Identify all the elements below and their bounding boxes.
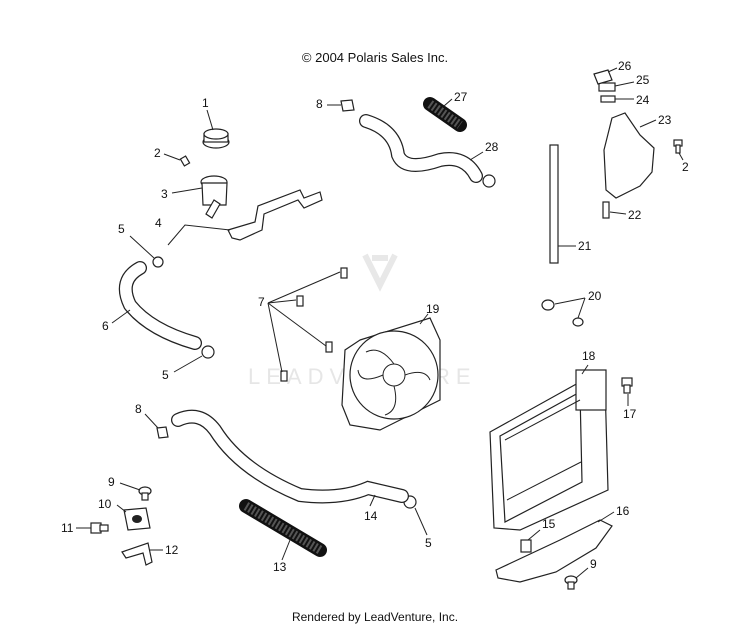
callout-8-left: 8: [135, 402, 142, 416]
coolant-reservoir: [603, 112, 655, 199]
radiator-bolt: [621, 377, 633, 394]
callout-14: 14: [364, 509, 378, 523]
callout-19: 19: [426, 302, 440, 316]
elbow-fitting: [602, 201, 610, 219]
coolant-hose-left: [118, 261, 202, 350]
callout-5-upper: 5: [118, 222, 125, 236]
callout-2-right: 2: [682, 160, 689, 174]
screw-left: [179, 155, 191, 167]
callout-8-top: 8: [316, 97, 323, 111]
callout-5-lower: 5: [425, 536, 432, 550]
callout-27: 27: [454, 90, 468, 104]
callout-26: 26: [618, 59, 632, 73]
callout-13: 13: [273, 560, 287, 574]
fitting: [520, 539, 532, 553]
fan-screws: [280, 267, 348, 382]
callout-20: 20: [588, 289, 602, 303]
callout-4: 4: [155, 216, 162, 230]
callout-28: 28: [485, 140, 499, 154]
screw-right: [673, 139, 683, 154]
callout-18: 18: [582, 349, 596, 363]
callout-24: 24: [636, 93, 650, 107]
hose-clamp-left: [156, 426, 169, 439]
cooling-fan-assembly: [341, 317, 441, 431]
radiator-shroud-lower: [495, 519, 613, 583]
foam-sleeve-upper: [423, 97, 467, 132]
callout-22: 22: [628, 208, 642, 222]
hose-clamp-top: [340, 99, 355, 112]
callout-5-mid: 5: [162, 368, 169, 382]
footer-credit: Rendered by LeadVenture, Inc.: [291, 610, 459, 624]
callout-9-left: 9: [108, 475, 115, 489]
callout-23: 23: [658, 113, 672, 127]
foam-sleeve-lower: [239, 499, 327, 557]
push-rivet-right: [564, 575, 578, 590]
hose-clamp-mid-left: [201, 345, 215, 359]
callout-11: 11: [61, 521, 74, 535]
rubber-grommet: [123, 507, 151, 531]
mounting-bracket: [227, 189, 323, 241]
coolant-hose-lower: [171, 409, 409, 504]
callout-6: 6: [102, 319, 109, 333]
callout-25: 25: [636, 73, 650, 87]
radiator: [489, 369, 609, 531]
coolant-hose-upper: [359, 114, 483, 183]
overflow-tube: [549, 144, 559, 264]
callout-21: 21: [578, 239, 592, 253]
hose-clamp-upper-right: [482, 174, 496, 188]
callout-3: 3: [161, 187, 168, 201]
callout-2-left: 2: [154, 146, 161, 160]
hose-clamp-upper-left: [152, 256, 164, 268]
small-bracket: [121, 542, 153, 566]
callout-16: 16: [616, 504, 630, 518]
hex-bolt: [90, 522, 109, 534]
callout-17: 17: [623, 407, 637, 421]
radiator-cap: [202, 128, 230, 149]
copyright-text: © 2004 Polaris Sales Inc.: [301, 50, 449, 65]
callout-12: 12: [165, 543, 179, 557]
callout-1: 1: [202, 96, 209, 110]
callout-7: 7: [258, 295, 265, 309]
reservoir-cap-assembly: [593, 69, 616, 103]
nut-and-washer: [541, 299, 584, 327]
callout-9-right: 9: [590, 557, 597, 571]
callout-15: 15: [542, 517, 556, 531]
filler-neck: [200, 175, 228, 219]
callout-10: 10: [98, 497, 112, 511]
push-rivet-left: [138, 486, 152, 501]
